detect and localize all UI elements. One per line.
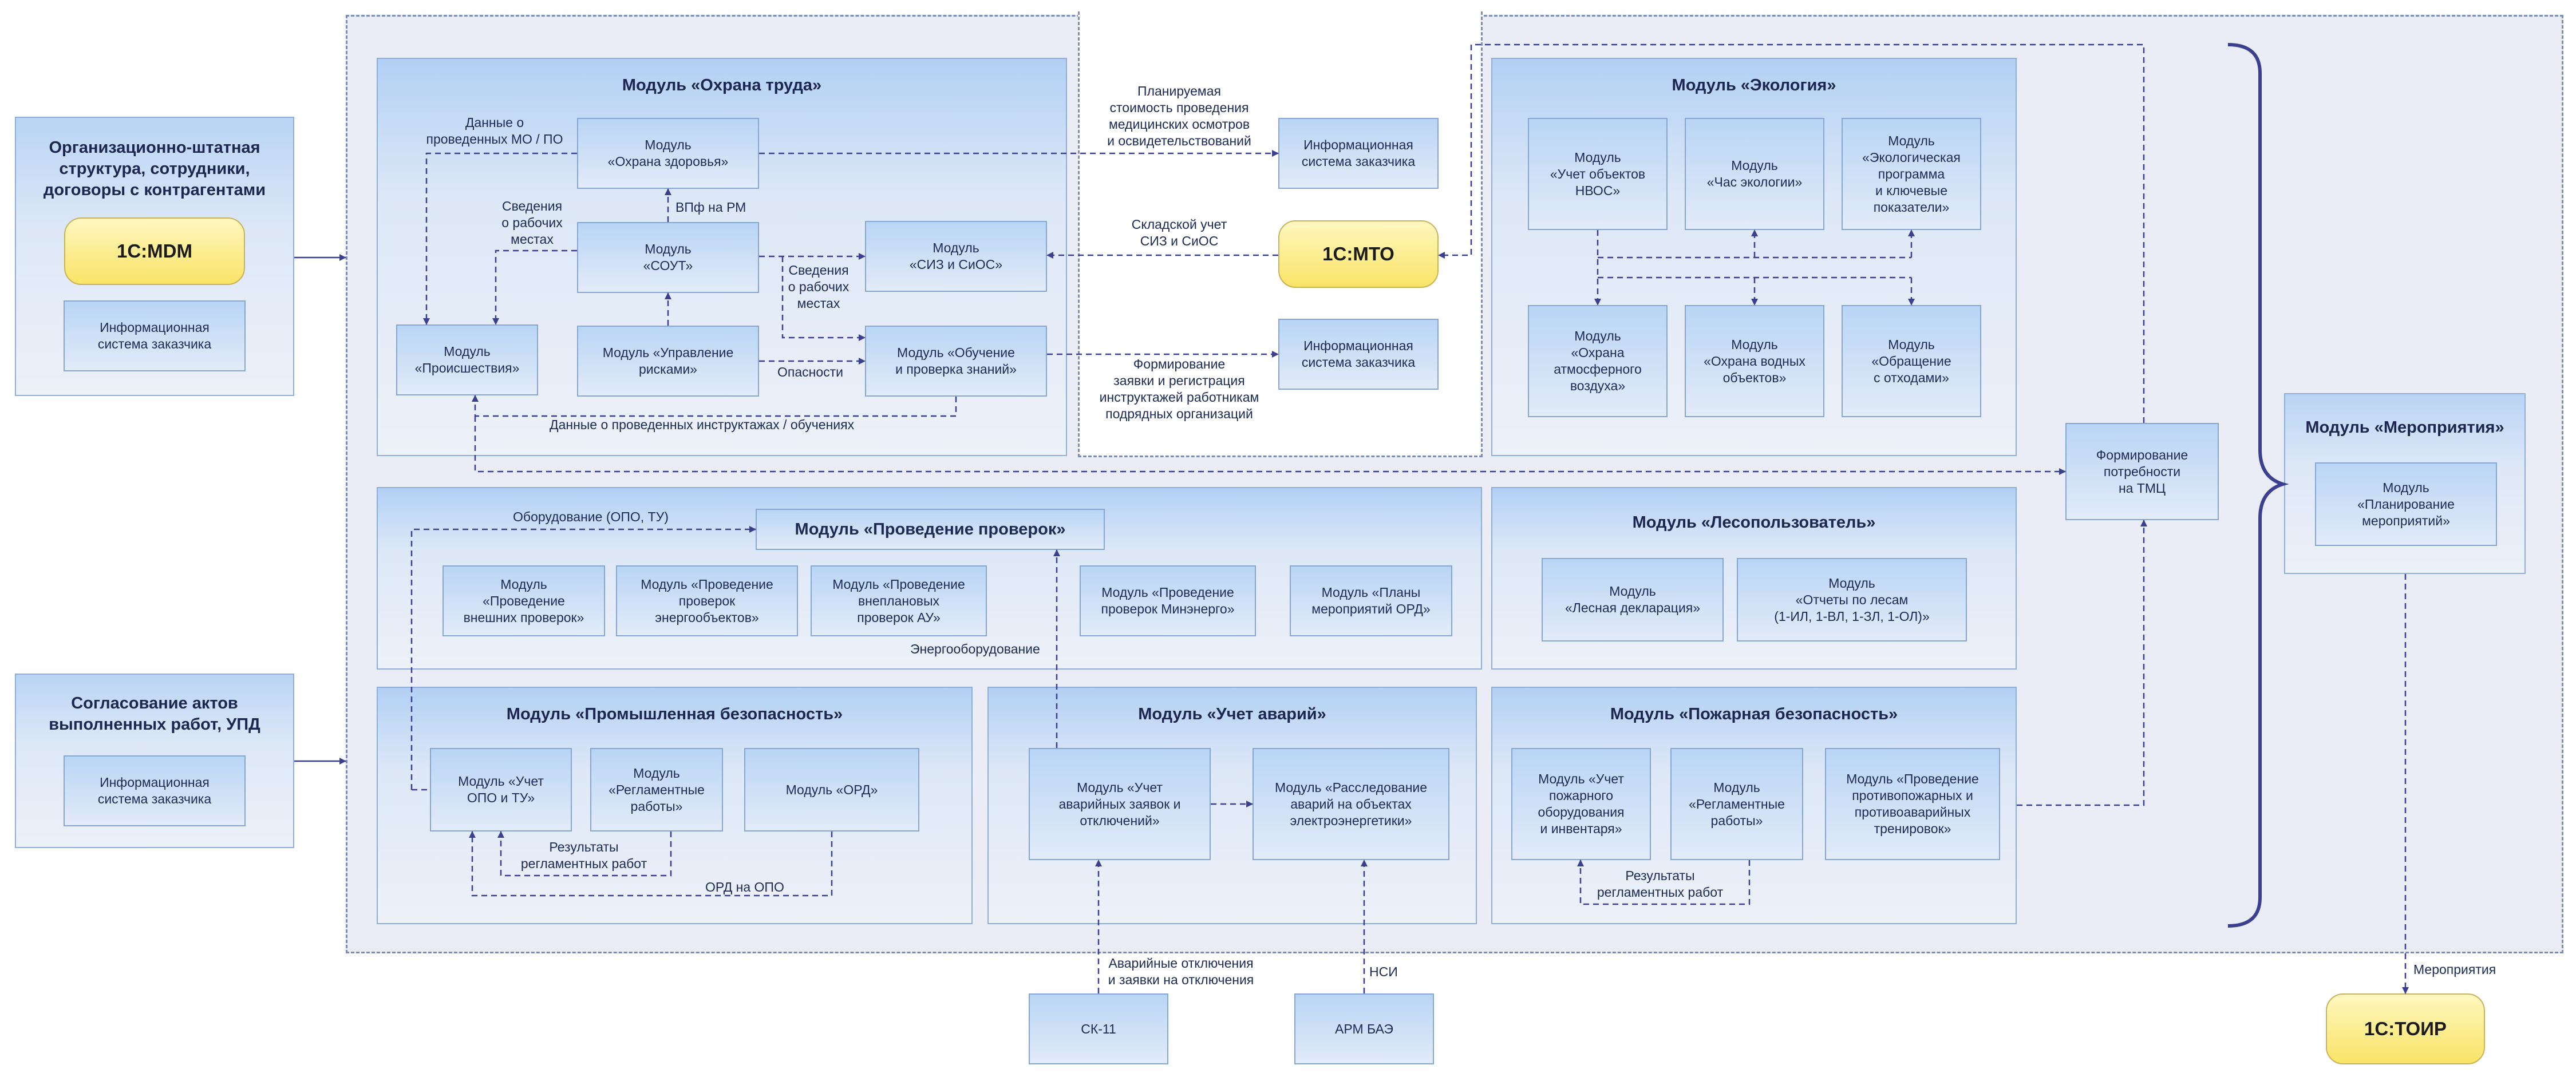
inspections-title-box: Модуль «Проведение проверок» [756,509,1105,550]
sout-module[interactable]: Модуль «СОУТ» [577,222,759,293]
arrow-tmc-to-mto [1438,43,2145,423]
accident-investigation-module[interactable]: Модуль «Расследование аварий на объектах… [1253,748,1449,860]
minenergo-inspections-module[interactable]: Модуль «Проведение проверок Минэнерго» [1080,565,1256,636]
events-planning-module[interactable]: Модуль «Планирование мероприятий» [2315,462,2497,546]
ord-plans-module[interactable]: Модуль «Планы мероприятий ОРД» [1290,565,1452,636]
arm-bae-system[interactable]: АРМ БАЭ [1294,993,1434,1064]
label-briefings: Данные о проведенных инструктажах / обуч… [550,417,855,432]
unplanned-inspections-module[interactable]: Модуль «Проведение внеплановых проверок … [811,565,987,636]
label-ord-opo: ОРД на ОПО [705,880,784,894]
org-client-system[interactable]: Информационная система заказчика [64,300,246,371]
label-outages: Аварийные отключения и заявки на отключе… [1108,956,1254,987]
eco-program-module[interactable]: Модуль «Экологическая программа и ключев… [1842,118,1981,230]
inspections-title: Модуль «Проведение проверок» [795,520,1066,538]
risk-module[interactable]: Модуль «Управление рисками» [577,326,759,397]
energy-inspections-module[interactable]: Модуль «Проведение проверок энергообъект… [616,565,798,636]
training-module[interactable]: Модуль «Обучение и проверка знаний» [865,326,1047,397]
arrow-ord-on-opo [469,831,833,897]
label-hazards: Опасности [777,365,844,379]
accidents-title: Модуль «Учет аварий» [1138,705,1326,723]
acts-client-system[interactable]: Информационная система заказчика [64,755,246,826]
industrial-safety-title: Модуль «Промышленная безопасность» [506,705,843,723]
external-inspections-module[interactable]: Модуль «Проведение внешних проверок» [442,565,605,636]
client-system-briefing[interactable]: Информационная система заказчика [1278,319,1439,390]
events-title: Модуль «Мероприятия» [2305,418,2504,437]
arrow-opo-to-inspections [410,526,756,790]
forestry-title: Модуль «Лесопользователь» [1632,513,1876,532]
client-system-medical[interactable]: Информационная система заказчика [1278,118,1439,189]
forest-declaration-module[interactable]: Модуль «Лесная декларация» [1542,558,1724,642]
eco-hour-module[interactable]: Модуль «Час экологии» [1685,118,1824,230]
label-events-flow: Мероприятия [2413,962,2496,977]
arrow-fire-to-tmc [2017,520,2147,806]
arrow-fire-routine-results [1577,860,1751,905]
mto-system[interactable]: 1С:МТО [1278,220,1439,288]
label-energy-equipment: Энергооборудование [910,642,1040,656]
label-industrial-routine-results: Результаты регламентных работ [520,840,647,871]
label-equipment-opo: Оборудование (ОПО, ТУ) [513,509,669,524]
industrial-routine-module[interactable]: Модуль «Регламентные работы» [590,748,723,831]
forest-reports-module[interactable]: Модуль «Отчеты по лесам (1-ИЛ, 1-ВЛ, 1-З… [1737,558,1967,642]
fire-drills-module[interactable]: Модуль «Проведение противопожарных и про… [1825,748,2000,860]
acts-approval-title: Согласование актов выполненных работ, УП… [49,694,260,734]
mdm-system[interactable]: 1С:MDM [64,217,245,285]
fire-equipment-module[interactable]: Модуль «Учет пожарного оборудования и ин… [1511,748,1651,860]
air-protection-module[interactable]: Модуль «Охрана атмосферного воздуха» [1528,305,1668,417]
tmc-need-box[interactable]: Формирование потребности на ТМЦ [2065,423,2219,520]
incidents-module[interactable]: Модуль «Происшествия» [396,324,538,395]
label-warehouse: Складской учет СИЗ и СиОС [1131,217,1227,248]
label-vpf: ВПф на РМ [675,200,746,215]
accident-requests-module[interactable]: Модуль «Учет аварийных заявок и отключен… [1029,748,1211,860]
opo-accounting-module[interactable]: Модуль «Учет ОПО и ТУ» [430,748,572,831]
arrow-briefings-to-tmc [474,416,2066,475]
toir-system[interactable]: 1С:ТОИР [2326,993,2485,1064]
health-module[interactable]: Модуль «Охрана здоровья» [577,118,759,189]
nvos-module[interactable]: Модуль «Учет объектов НВОС» [1528,118,1668,230]
label-planned-cost: Планируемая стоимость проведения медицин… [1107,84,1251,148]
waste-module[interactable]: Модуль «Обращение с отходами» [1842,305,1981,417]
arrow-routine-results [497,831,672,877]
arrow-training-to-incidents [472,395,957,417]
events-curly-brace [2227,43,2289,928]
label-fire-routine-results: Результаты регламентных работ [1597,868,1724,900]
label-mo-po-data: Данные о проведенных МО / ПО [426,115,563,146]
ord-module[interactable]: Модуль «ОРД» [744,748,919,831]
label-nsi: НСИ [1369,964,1398,979]
label-workplaces-2: Сведения о рабочих местах [788,263,850,311]
arrow-sout-to-training [781,256,866,341]
fire-routine-module[interactable]: Модуль «Регламентные работы» [1670,748,1803,860]
ecology-title: Модуль «Экология» [1672,76,1836,94]
arrow-health-to-incidents [423,152,577,325]
siz-module[interactable]: Модуль «СИЗ и СиОС» [865,221,1047,292]
label-briefing-registration: Формирование заявки и регистрация инстру… [1099,357,1259,421]
water-protection-module[interactable]: Модуль «Охрана водных объектов» [1685,305,1824,417]
org-structure-title: Организационно-штатная структура, сотруд… [43,138,266,199]
fire-safety-title: Модуль «Пожарная безопасность» [1610,705,1898,723]
sk11-system[interactable]: СК-11 [1029,993,1168,1064]
labour-protection-title: Модуль «Охрана труда» [622,76,822,94]
label-workplaces: Сведения о рабочих местах [501,199,563,247]
arrow-sout-to-incidents [492,250,577,325]
